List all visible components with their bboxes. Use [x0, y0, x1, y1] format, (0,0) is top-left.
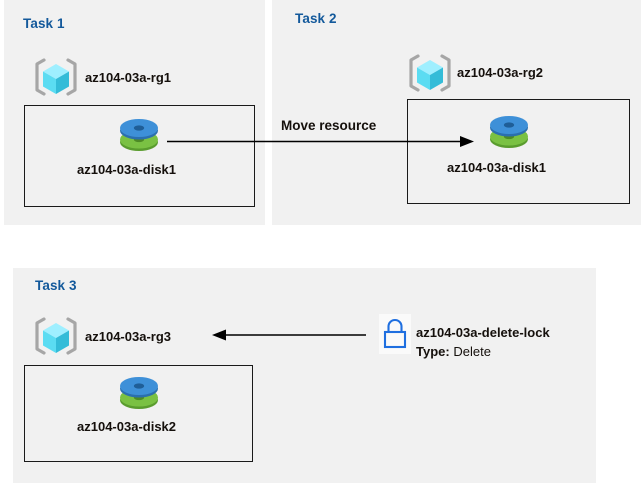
move-resource-label: Move resource	[281, 118, 377, 133]
resource-group-label-task1: az104-03a-rg1	[85, 70, 171, 85]
lock-type-label: Type: Delete	[416, 344, 491, 359]
panel-task1-title: Task 1	[23, 16, 65, 31]
panel-task3-title: Task 3	[35, 278, 77, 293]
resource-label-task1: az104-03a-disk1	[77, 162, 177, 177]
managed-disk-icon	[117, 116, 161, 158]
lock-name-label: az104-03a-delete-lock	[416, 325, 550, 340]
padlock-icon	[379, 314, 411, 354]
resource-group-icon	[33, 315, 79, 357]
resource-group-label-task3: az104-03a-rg3	[85, 329, 171, 344]
lock-type-value: Delete	[453, 344, 491, 359]
resource-group-icon	[33, 56, 79, 98]
resource-group-label-task2: az104-03a-rg2	[457, 65, 543, 80]
resource-box-task2	[407, 99, 630, 204]
panel-task2-title: Task 2	[295, 11, 337, 26]
managed-disk-icon	[117, 374, 161, 416]
resource-group-icon	[407, 52, 453, 94]
lock-type-key: Type:	[416, 344, 450, 359]
resource-label-task3: az104-03a-disk2	[77, 419, 177, 434]
managed-disk-icon	[487, 113, 531, 155]
resource-label-task2: az104-03a-disk1	[447, 160, 547, 175]
